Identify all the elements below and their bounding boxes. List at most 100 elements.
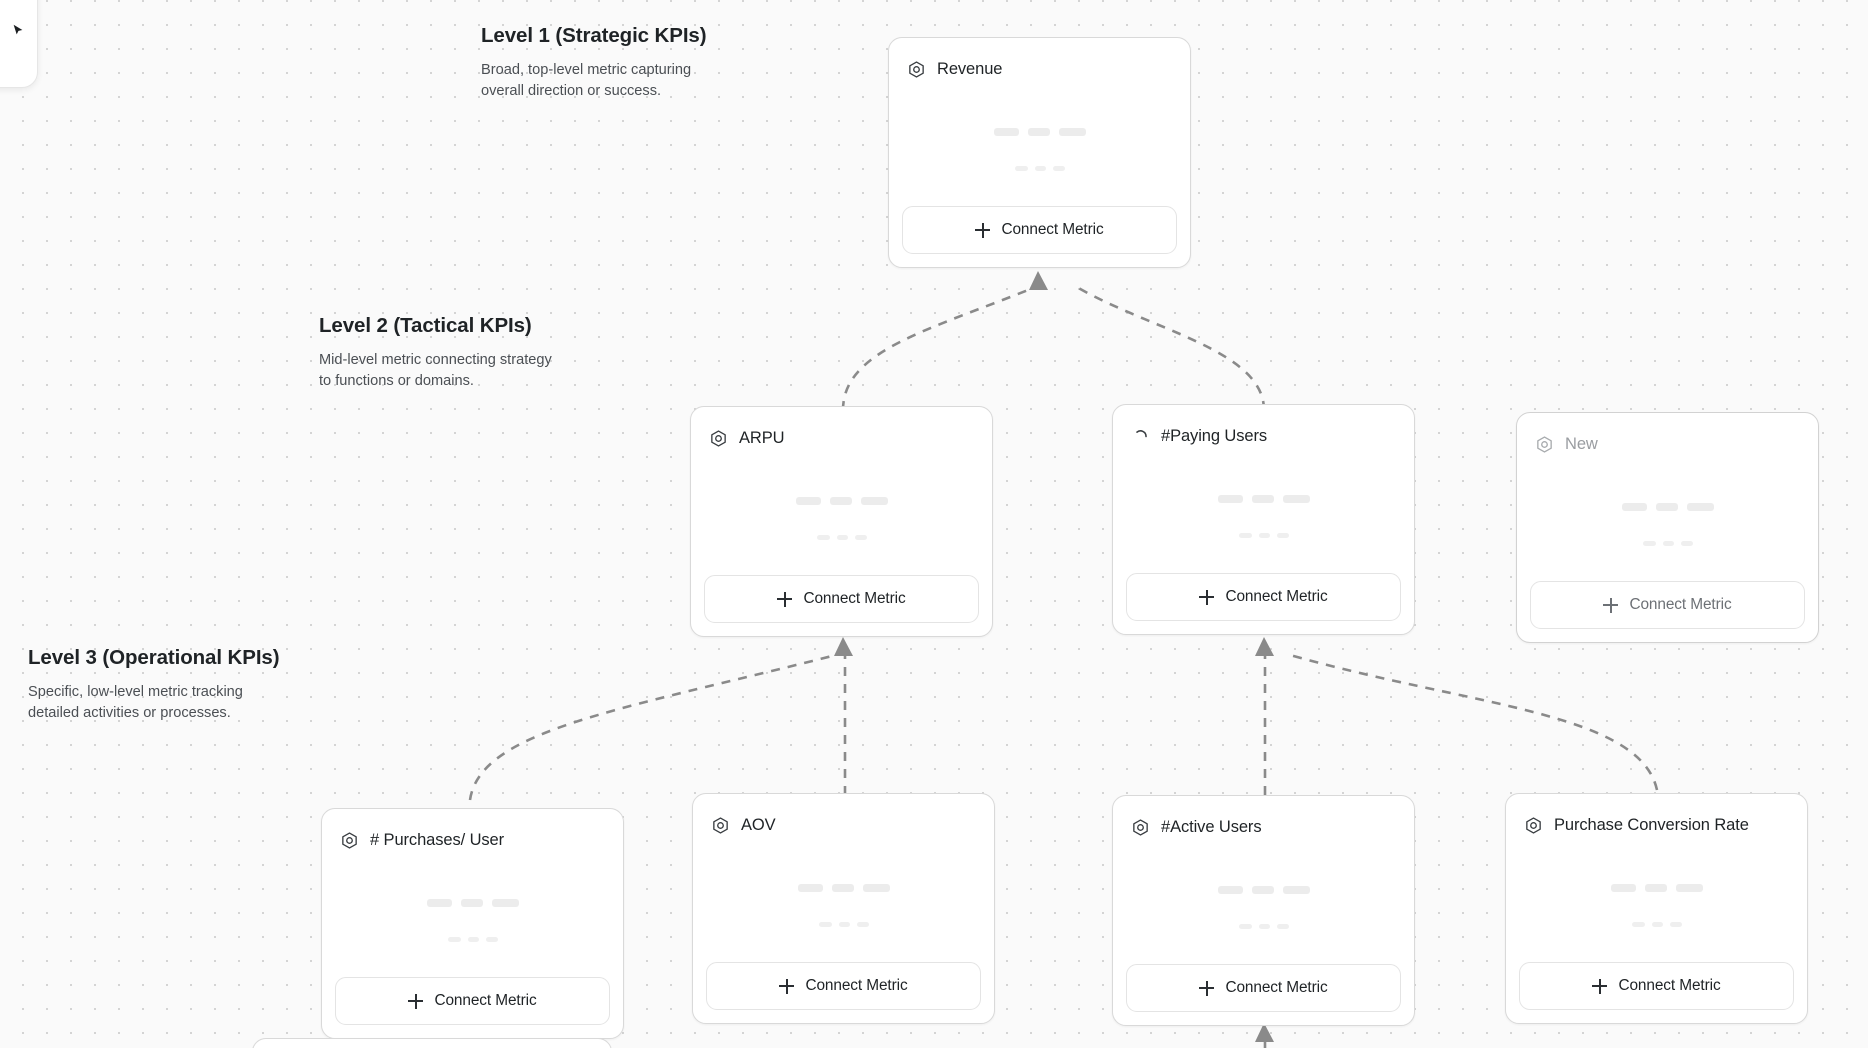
metric-card-placeholder-body [1113, 842, 1414, 964]
floating-toolbar-panel[interactable] [0, 0, 38, 88]
skeleton-bar [1282, 886, 1310, 894]
metric-card-header: Purchase Conversion Rate [1506, 794, 1807, 840]
skeleton-bar [485, 937, 498, 942]
hexagon-metric-icon [342, 832, 357, 849]
metric-card-placeholder-body [889, 84, 1190, 206]
skeleton-bar [1610, 884, 1636, 892]
connect-metric-label: Connect Metric [1629, 596, 1732, 613]
arrowhead-arpu [834, 637, 853, 656]
metric-title: #Active Users [1161, 818, 1262, 836]
metric-title: # Purchases/ User [370, 831, 505, 849]
metric-card-placeholder-body [691, 453, 992, 575]
skeleton-bar [1238, 924, 1252, 929]
connect-metric-button[interactable]: Connect Metric [704, 575, 979, 623]
connect-metric-button[interactable]: Connect Metric [1530, 581, 1805, 629]
level-3-title: Level 3 (Operational KPIs) [28, 646, 280, 669]
metric-title: ARPU [739, 429, 785, 447]
plus-icon [1199, 980, 1215, 996]
skeleton-bar [1662, 541, 1674, 546]
connect-metric-label: Connect Metric [434, 992, 537, 1009]
skeleton-bar [1276, 924, 1289, 929]
skeleton-bar [1217, 495, 1243, 503]
plus-icon [975, 222, 991, 238]
skeleton-bar [829, 497, 852, 505]
metric-card-offscreen-bottom[interactable] [252, 1038, 612, 1048]
skeleton-bar [856, 922, 869, 927]
plus-icon [1603, 597, 1619, 613]
connect-metric-button[interactable]: Connect Metric [1126, 573, 1401, 621]
metric-card-active-users[interactable]: #Active Users Connect Metric [1112, 795, 1415, 1026]
skeleton-row-secondary [447, 937, 498, 942]
skeleton-bar [1655, 503, 1678, 511]
connect-metric-button[interactable]: Connect Metric [335, 977, 610, 1025]
arrowhead-revenue [1029, 271, 1048, 290]
level-3-description: Specific, low-level metric tracking deta… [28, 684, 243, 721]
skeleton-bar [1251, 495, 1274, 503]
connect-metric-label: Connect Metric [1225, 979, 1328, 996]
connect-metric-label: Connect Metric [803, 590, 906, 607]
skeleton-bar [862, 884, 890, 892]
metric-card-purchases-per-user[interactable]: # Purchases/ User Connect Metric [321, 808, 624, 1039]
metric-card-placeholder-body [1113, 451, 1414, 573]
level-1-title: Level 1 (Strategic KPIs) [481, 24, 707, 47]
hexagon-metric-icon [711, 430, 726, 447]
skeleton-row-secondary [1238, 533, 1289, 538]
metric-title: #Paying Users [1161, 427, 1267, 445]
skeleton-bar [1052, 166, 1065, 171]
metric-title: AOV [741, 816, 776, 834]
skeleton-bar [993, 128, 1019, 136]
skeleton-bar [1258, 924, 1270, 929]
hexagon-metric-icon [1526, 817, 1541, 834]
connect-metric-label: Connect Metric [1225, 588, 1328, 605]
skeleton-bar [860, 497, 888, 505]
skeleton-bar [1631, 922, 1645, 927]
skeleton-bar [1680, 541, 1693, 546]
plus-icon [1199, 589, 1215, 605]
skeleton-bar [1669, 922, 1682, 927]
skeleton-row-secondary [1631, 922, 1682, 927]
skeleton-row-secondary [1642, 541, 1693, 546]
skeleton-bar [831, 884, 854, 892]
plus-icon [408, 993, 424, 1009]
skeleton-bar [818, 922, 832, 927]
skeleton-bar [1027, 128, 1050, 136]
metric-card-header: #Paying Users [1113, 405, 1414, 451]
connect-metric-button[interactable]: Connect Metric [706, 962, 981, 1010]
edge-paying-users-to-revenue [1074, 284, 1266, 411]
connect-metric-button[interactable]: Connect Metric [902, 206, 1177, 254]
metric-card-arpu[interactable]: ARPU Connect Metric [690, 406, 993, 637]
skeleton-row-primary [1621, 503, 1714, 511]
skeleton-bar [1014, 166, 1028, 171]
connect-metric-label: Connect Metric [805, 977, 908, 994]
metric-card-header: AOV [693, 794, 994, 840]
connect-metric-button[interactable]: Connect Metric [1519, 962, 1794, 1010]
cursor-arrow-icon [13, 24, 23, 35]
hexagon-metric-icon [713, 817, 728, 834]
metric-card-new[interactable]: New Connect Metric [1516, 412, 1819, 643]
connect-metric-label: Connect Metric [1001, 221, 1104, 238]
connect-metric-button[interactable]: Connect Metric [1126, 964, 1401, 1012]
skeleton-bar [797, 884, 823, 892]
skeleton-row-primary [797, 884, 890, 892]
skeleton-bar [795, 497, 821, 505]
metric-card-header: Revenue [889, 38, 1190, 84]
skeleton-bar [426, 899, 452, 907]
metric-card-placeholder-body [1506, 840, 1807, 962]
metric-card-revenue[interactable]: Revenue Connect Metric [888, 37, 1191, 268]
skeleton-bar [1058, 128, 1086, 136]
skeleton-row-secondary [816, 535, 867, 540]
skeleton-row-secondary [818, 922, 869, 927]
skeleton-row-secondary [1238, 924, 1289, 929]
metric-card-purchase-conversion-rate[interactable]: Purchase Conversion Rate Connect Metric [1505, 793, 1808, 1024]
skeleton-bar [816, 535, 830, 540]
hexagon-metric-icon [1133, 819, 1148, 836]
plus-icon [1592, 978, 1608, 994]
metric-title: Revenue [937, 60, 1003, 78]
skeleton-bar [460, 899, 483, 907]
metric-card-aov[interactable]: AOV Connect Metric [692, 793, 995, 1024]
skeleton-row-primary [1217, 886, 1310, 894]
metric-card-header: ARPU [691, 407, 992, 453]
metric-card-paying-users[interactable]: #Paying Users Connect Metric [1112, 404, 1415, 635]
skeleton-row-primary [1217, 495, 1310, 503]
